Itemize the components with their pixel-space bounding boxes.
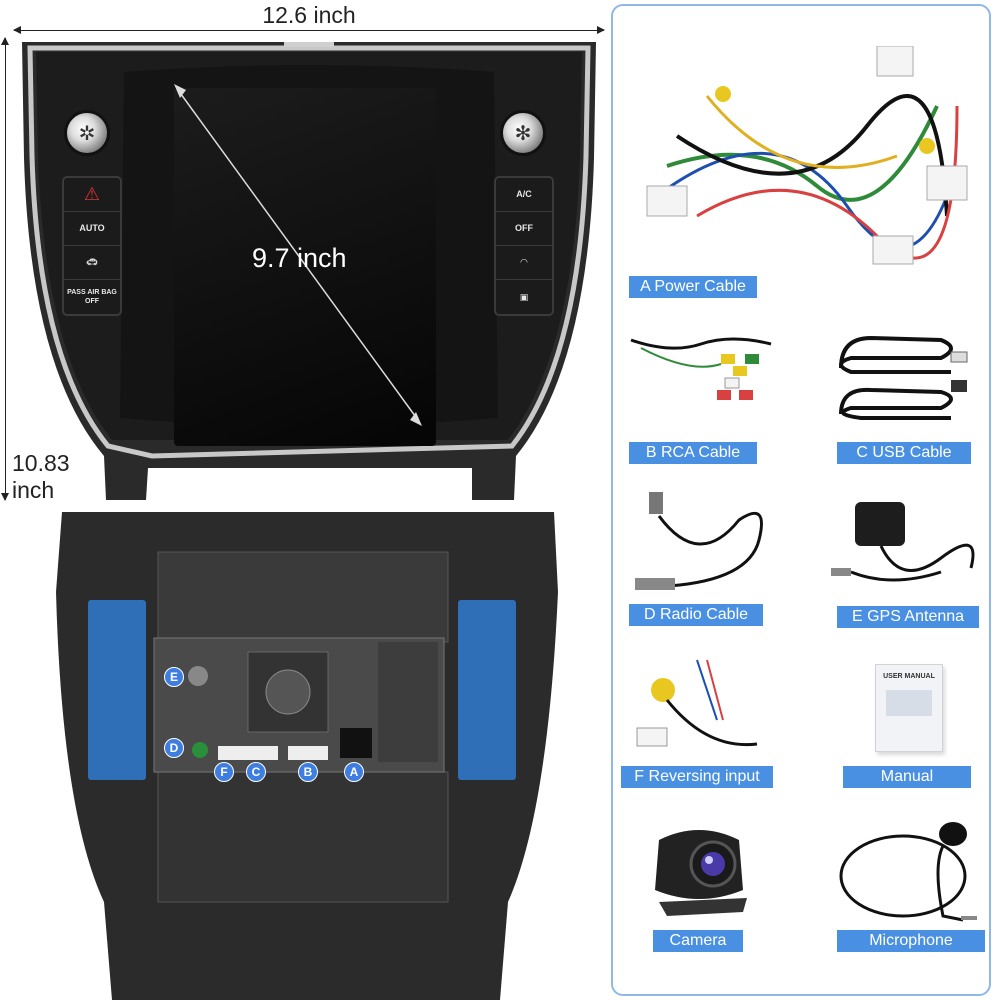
label-power-cable: A Power Cable xyxy=(629,276,757,298)
label-reversing-input: F Reversing input xyxy=(621,766,773,788)
manual-image: USER MANUAL xyxy=(875,664,943,752)
head-unit-rear: E D F C B A xyxy=(48,512,568,1000)
hazard-button[interactable]: ⚠ xyxy=(64,178,120,212)
usb-cable-image xyxy=(839,335,968,420)
width-label: 12.6 inch xyxy=(262,2,356,28)
height-label-line2: inch xyxy=(12,477,55,503)
recirculation-button[interactable]: 🚗︎ xyxy=(64,246,120,280)
auto-button[interactable]: AUTO xyxy=(64,212,120,246)
port-badge-f: F xyxy=(214,762,234,782)
airbag-button[interactable]: PASS AIR BAG OFF xyxy=(67,289,117,305)
gps-antenna-image xyxy=(831,502,975,582)
diagonal-arrow xyxy=(174,84,422,426)
left-button-column: ⚠ AUTO 🚗︎ PASS AIR BAG OFF xyxy=(62,176,122,316)
port-badge-e: E xyxy=(164,667,184,687)
width-arrow xyxy=(13,26,605,34)
fan-knob-right[interactable]: ✻ xyxy=(500,110,546,156)
fan-icon-right: ✻ xyxy=(514,122,532,145)
height-label-line1: 10.83 xyxy=(12,450,70,476)
off-button[interactable]: OFF xyxy=(496,212,552,246)
hazard-icon: ⚠ xyxy=(83,184,101,204)
height-arrow xyxy=(1,37,9,501)
camera-image xyxy=(655,830,747,916)
reversing-input-image xyxy=(636,659,758,747)
fan-icon: ✲ xyxy=(78,122,96,145)
label-microphone: Microphone xyxy=(837,930,985,952)
width-dimension: 12.6 inch xyxy=(13,0,605,40)
microphone-image xyxy=(839,822,977,922)
rear-housing xyxy=(56,512,558,1000)
radio-cable-image xyxy=(635,492,763,590)
label-rca-cable: B RCA Cable xyxy=(629,442,757,464)
port-badge-a: A xyxy=(344,762,364,782)
defrost-button[interactable]: ◠ xyxy=(496,246,552,280)
height-label: 10.83 inch xyxy=(12,450,70,504)
touch-screen xyxy=(174,88,436,446)
manual-graphic xyxy=(886,690,932,716)
port-badge-b: B xyxy=(298,762,318,782)
port-badge-c: C xyxy=(246,762,266,782)
power-cable-image xyxy=(646,46,968,265)
accessory-panel: A Power Cable B RCA Cable C USB Cable D … xyxy=(611,4,991,996)
label-gps-antenna: E GPS Antenna xyxy=(837,606,979,628)
rca-cable-image xyxy=(630,337,772,400)
car-icon: 🚗︎ xyxy=(86,257,98,267)
label-usb-cable: C USB Cable xyxy=(837,442,971,464)
manual-title: USER MANUAL xyxy=(883,673,935,680)
port-badge-d: D xyxy=(164,738,184,758)
right-button-column: A/C OFF ◠ ▣ xyxy=(494,176,554,316)
defrost-icon: ◠ xyxy=(520,257,528,267)
label-radio-cable: D Radio Cable xyxy=(629,604,763,626)
head-unit-front: ✲ ✻ ⚠ AUTO 🚗︎ PASS AIR BAG OFF A/C OFF ◠… xyxy=(20,38,598,500)
screen-size-label: 9.7 inch xyxy=(252,243,347,273)
fan-knob[interactable]: ✲ xyxy=(64,110,110,156)
label-manual: Manual xyxy=(843,766,971,788)
ac-button[interactable]: A/C xyxy=(496,178,552,212)
label-camera: Camera xyxy=(653,930,743,952)
seat-heat-button[interactable]: ▣ xyxy=(496,280,552,314)
seat-icon: ▣ xyxy=(519,291,529,302)
